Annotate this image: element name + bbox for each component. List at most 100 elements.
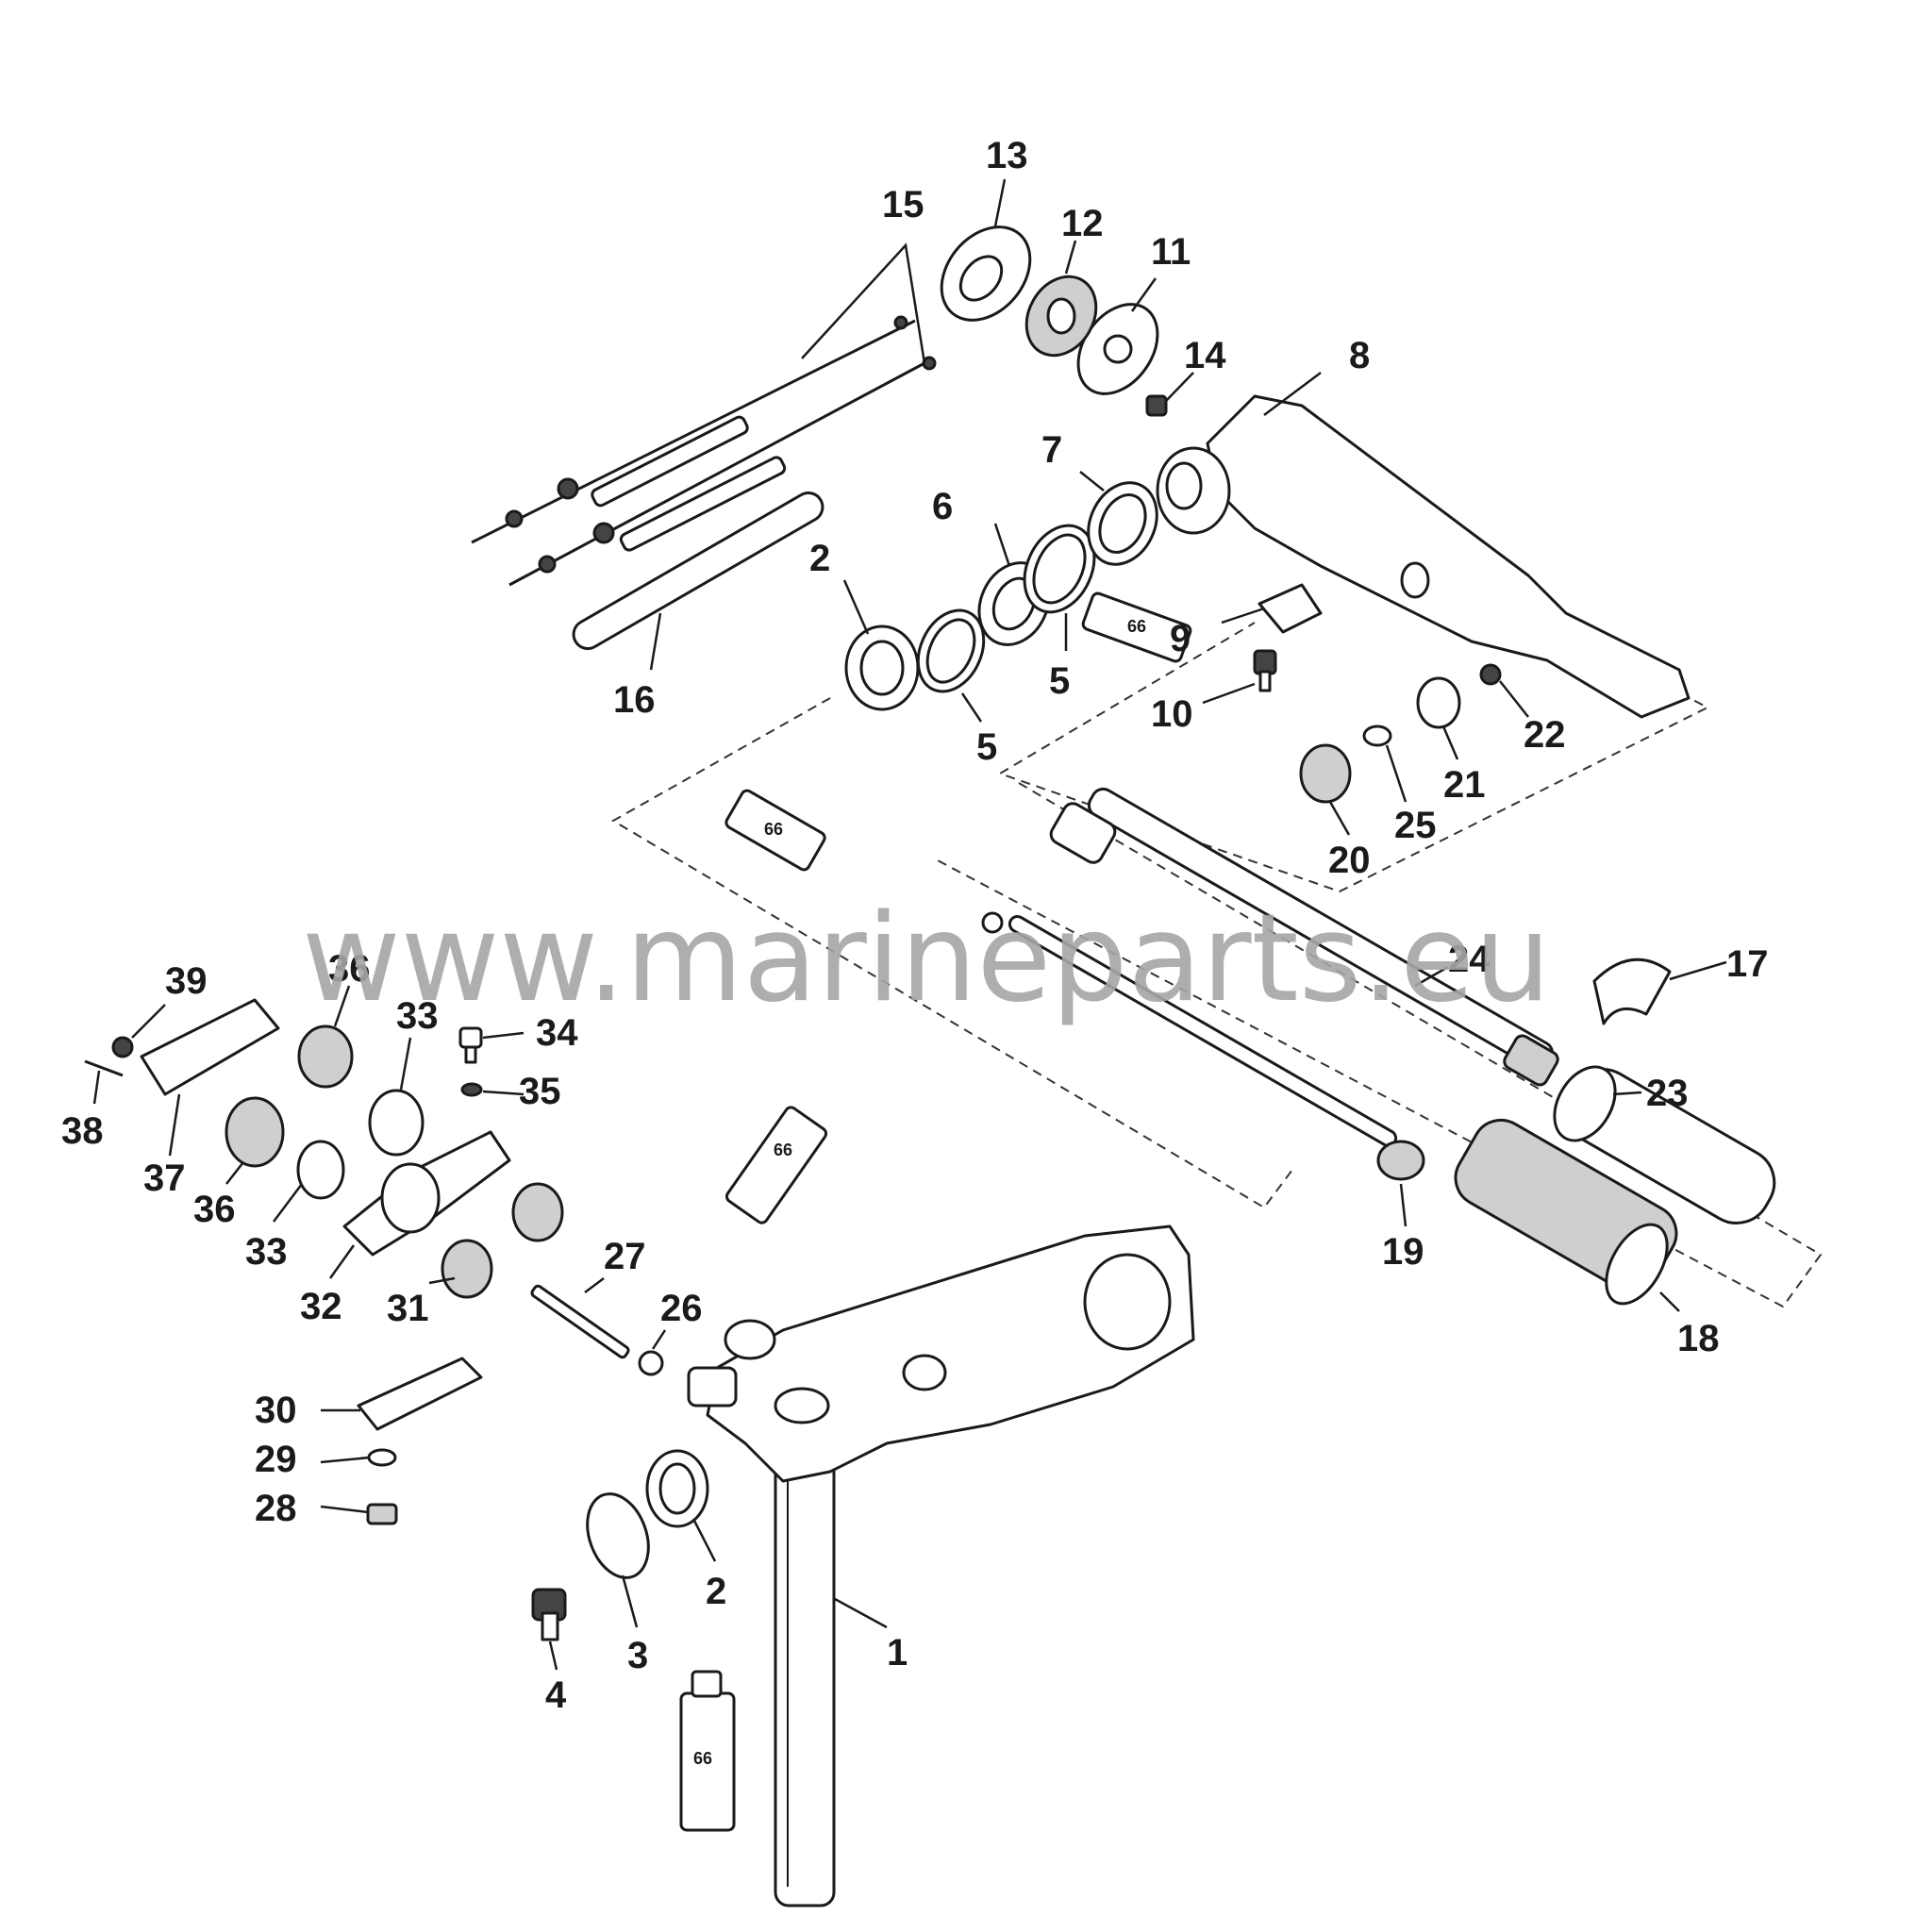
part-9-bracket bbox=[1257, 583, 1323, 634]
leader-1 bbox=[834, 1597, 888, 1629]
leader-12 bbox=[1064, 240, 1077, 275]
part-4-bolt bbox=[531, 1588, 567, 1641]
callout-23: 23 bbox=[1646, 1073, 1689, 1114]
part-5-ring-left bbox=[916, 608, 986, 693]
leader-38 bbox=[92, 1070, 101, 1105]
callout-15: 15 bbox=[882, 184, 924, 225]
lubricant-tube-middle: 66 bbox=[724, 1106, 828, 1224]
leader-10 bbox=[1202, 682, 1256, 705]
leader-7 bbox=[1079, 471, 1105, 491]
callout-24: 24 bbox=[1448, 939, 1491, 980]
part-14-screw bbox=[1145, 394, 1168, 417]
lubricant-code-label: 66 bbox=[764, 820, 783, 839]
part-7-ring bbox=[1087, 481, 1158, 566]
leader-lines bbox=[92, 178, 1727, 1671]
leader-32 bbox=[328, 1244, 356, 1279]
callout-3: 3 bbox=[627, 1635, 648, 1676]
lubricant-tube-upper: 66 bbox=[724, 789, 826, 872]
leader-8 bbox=[1263, 372, 1322, 416]
leader-36-lower bbox=[225, 1161, 244, 1185]
callout-7: 7 bbox=[1041, 429, 1062, 471]
callout-10: 10 bbox=[1151, 693, 1193, 735]
part-21-clip bbox=[1416, 676, 1461, 729]
callout-9: 9 bbox=[1170, 618, 1191, 659]
part-39-nut bbox=[111, 1036, 134, 1058]
leader-13 bbox=[993, 178, 1007, 227]
leader-18 bbox=[1659, 1291, 1680, 1312]
part-29-washer bbox=[367, 1448, 397, 1467]
callout-6: 6 bbox=[932, 486, 953, 527]
leader-35 bbox=[482, 1090, 525, 1096]
lubricant-code-label: 66 bbox=[693, 1749, 712, 1768]
part-2-upper-bushing bbox=[844, 625, 920, 711]
callout-2-lower: 2 bbox=[706, 1571, 726, 1612]
callout-1: 1 bbox=[887, 1632, 908, 1674]
tiller-group-outline bbox=[611, 697, 1293, 1209]
callout-2-upper: 2 bbox=[809, 538, 830, 579]
callout-17: 17 bbox=[1726, 943, 1769, 985]
lubricant-code-label: 66 bbox=[774, 1141, 792, 1159]
part-37-plate bbox=[140, 998, 280, 1096]
leader-24 bbox=[1414, 965, 1449, 988]
part-2-lower-bushing bbox=[645, 1449, 709, 1528]
callout-21: 21 bbox=[1443, 764, 1486, 806]
callout-13: 13 bbox=[986, 135, 1028, 176]
callout-5-left: 5 bbox=[976, 726, 997, 768]
callout-18: 18 bbox=[1677, 1318, 1720, 1359]
callout-35: 35 bbox=[519, 1071, 561, 1112]
callout-5-right: 5 bbox=[1049, 660, 1070, 702]
part-12-gear bbox=[1024, 275, 1098, 358]
callout-33-upper: 33 bbox=[396, 995, 439, 1037]
leader-2-lower bbox=[691, 1518, 717, 1562]
callout-36-upper: 36 bbox=[328, 948, 371, 990]
leader-5-left bbox=[960, 692, 983, 723]
leader-36-upper bbox=[333, 985, 351, 1027]
leader-25 bbox=[1385, 744, 1407, 803]
part-27-pin bbox=[530, 1284, 630, 1359]
callout-25: 25 bbox=[1394, 805, 1437, 846]
callout-8: 8 bbox=[1349, 335, 1370, 376]
part-33-ring-lower bbox=[296, 1140, 345, 1200]
part-20-knob bbox=[1299, 743, 1352, 804]
leader-4 bbox=[548, 1641, 558, 1671]
throttle-shaft-group-outline bbox=[933, 782, 1823, 1308]
part-19-shift-shaft bbox=[981, 911, 1425, 1181]
leader-6 bbox=[993, 523, 1011, 567]
part-15-cables bbox=[471, 315, 937, 587]
part-3-plate bbox=[586, 1492, 650, 1579]
callout-38: 38 bbox=[61, 1110, 104, 1152]
leader-22 bbox=[1499, 680, 1529, 718]
leader-33-lower bbox=[273, 1183, 303, 1223]
leader-11 bbox=[1130, 277, 1158, 312]
part-34-bolt bbox=[458, 1026, 483, 1064]
watermark: www.marineparts.eu bbox=[302, 889, 1551, 1029]
part-10-screw bbox=[1253, 649, 1277, 692]
callout-31: 31 bbox=[387, 1288, 429, 1329]
callout-27: 27 bbox=[604, 1236, 646, 1277]
leader-9 bbox=[1221, 607, 1265, 625]
callout-26: 26 bbox=[660, 1288, 703, 1329]
callout-39: 39 bbox=[165, 960, 208, 1002]
callout-29: 29 bbox=[255, 1439, 297, 1480]
part-35-washer bbox=[460, 1082, 483, 1097]
callout-4: 4 bbox=[545, 1674, 567, 1716]
leader-17 bbox=[1669, 960, 1727, 981]
part-18-grip bbox=[1454, 1118, 1678, 1306]
part-26-washer bbox=[638, 1350, 664, 1376]
leader-2-upper bbox=[842, 579, 870, 635]
part-38-cotter bbox=[84, 1059, 124, 1077]
callout-37: 37 bbox=[143, 1158, 186, 1199]
leader-16 bbox=[649, 612, 662, 671]
callout-11: 11 bbox=[1151, 231, 1191, 273]
lubricant-tube-tiller: 66 bbox=[1081, 591, 1192, 663]
leader-39 bbox=[131, 1004, 166, 1039]
part-25-spring bbox=[1362, 724, 1392, 747]
callout-33-lower: 33 bbox=[245, 1231, 288, 1273]
leader-34 bbox=[482, 1031, 525, 1040]
leader-27 bbox=[584, 1277, 605, 1293]
part-28-nut bbox=[366, 1503, 398, 1525]
part-13-cap bbox=[940, 225, 1032, 322]
leader-19 bbox=[1399, 1183, 1407, 1227]
leader-15 bbox=[801, 242, 926, 364]
